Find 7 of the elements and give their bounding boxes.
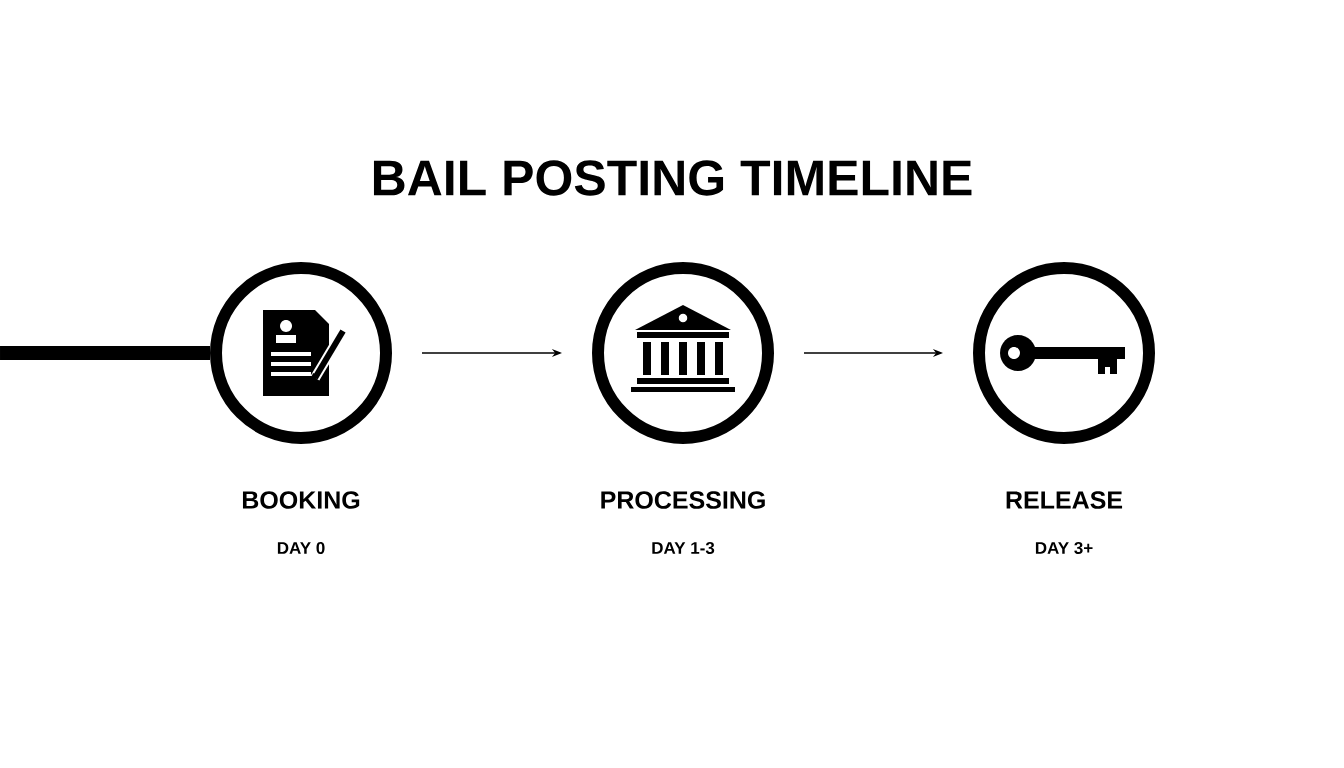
day-label: DAY 1-3 [652, 541, 715, 554]
day-label: DAY 0 [277, 541, 325, 554]
day-label: DAY 3+ [1035, 541, 1093, 554]
step-label: RELEASE [1006, 491, 1123, 509]
step-label: PROCESSING [601, 491, 765, 509]
step-label: BOOKING [242, 491, 360, 509]
title: BAIL POSTING TIMELINE [373, 160, 972, 196]
